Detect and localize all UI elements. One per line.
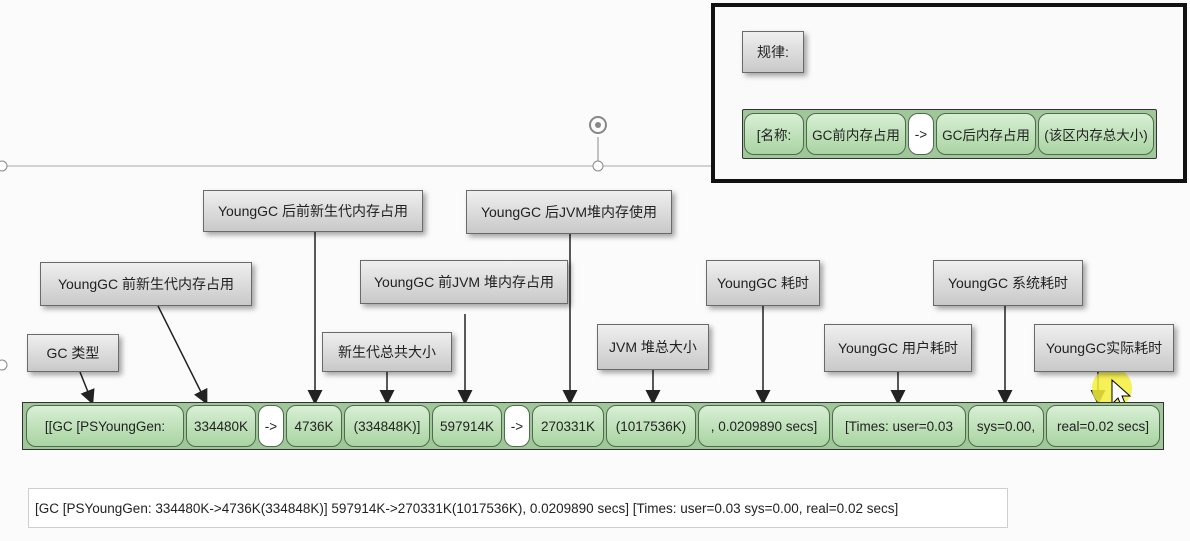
legend-cell-total: (该区内存总大小) (1038, 113, 1154, 155)
callout-heap-before: YoungGC 前JVM 堆内存占用 (360, 260, 568, 304)
log-cell-gc-time: , 0.0209890 secs] (698, 405, 830, 447)
log-cell-arrow: -> (258, 405, 284, 447)
log-cell-arrow: -> (504, 405, 530, 447)
callout-young-total: 新生代总共大小 (322, 332, 452, 372)
legend-panel: 规律: [名称: GC前内存占用 -> GC后内存占用 (该区内存总大小) (711, 3, 1187, 183)
callout-real-time: YoungGC实际耗时 (1034, 324, 1174, 372)
selection-handle-left (0, 160, 8, 172)
arrow-gc-type (79, 371, 95, 405)
legend-title: 规律: (742, 31, 804, 73)
log-cell-heap-total: (1017536K) (606, 405, 696, 447)
callout-sys-time: YoungGC 系统耗时 (933, 260, 1083, 306)
callout-young-after: YoungGC 后前新生代内存占用 (203, 190, 423, 232)
full-log-text: [GC [PSYoungGen: 334480K->4736K(334848K)… (28, 488, 1008, 528)
selection-handle-mid (592, 160, 604, 172)
log-cell-gc-type: [[GC [PSYoungGen: (26, 405, 184, 447)
arrow-young-before (157, 305, 208, 405)
log-cell-real-time: real=0.02 secs] (1046, 405, 1160, 447)
log-cell-young-before: 334480K (186, 405, 256, 447)
callout-young-before: YoungGC 前新生代内存占用 (40, 262, 252, 306)
log-cell-user-time: [Times: user=0.03 (832, 405, 966, 447)
callout-heap-after: YoungGC 后JVM堆内存使用 (466, 190, 672, 234)
legend-cell-arrow: -> (908, 113, 934, 155)
log-cell-young-total: (334848K)] (344, 405, 430, 447)
callout-gc-type: GC 类型 (27, 334, 119, 372)
log-cell-heap-after: 270331K (532, 405, 604, 447)
rotate-icon (589, 116, 607, 134)
callout-user-time: YoungGC 用户耗时 (824, 324, 972, 372)
log-cell-sys-time: sys=0.00, (968, 405, 1044, 447)
legend-cell-name: [名称: (744, 113, 804, 155)
selection-handle-lower (0, 359, 8, 371)
log-cell-heap-before: 597914K (432, 405, 502, 447)
legend-cell-after: GC后内存占用 (936, 113, 1036, 155)
legend-cell-before: GC前内存占用 (806, 113, 906, 155)
callout-gc-time: YoungGC 耗时 (706, 260, 820, 306)
log-cell-young-after: 4736K (286, 405, 342, 447)
callout-heap-total: JVM 堆总大小 (597, 324, 709, 370)
